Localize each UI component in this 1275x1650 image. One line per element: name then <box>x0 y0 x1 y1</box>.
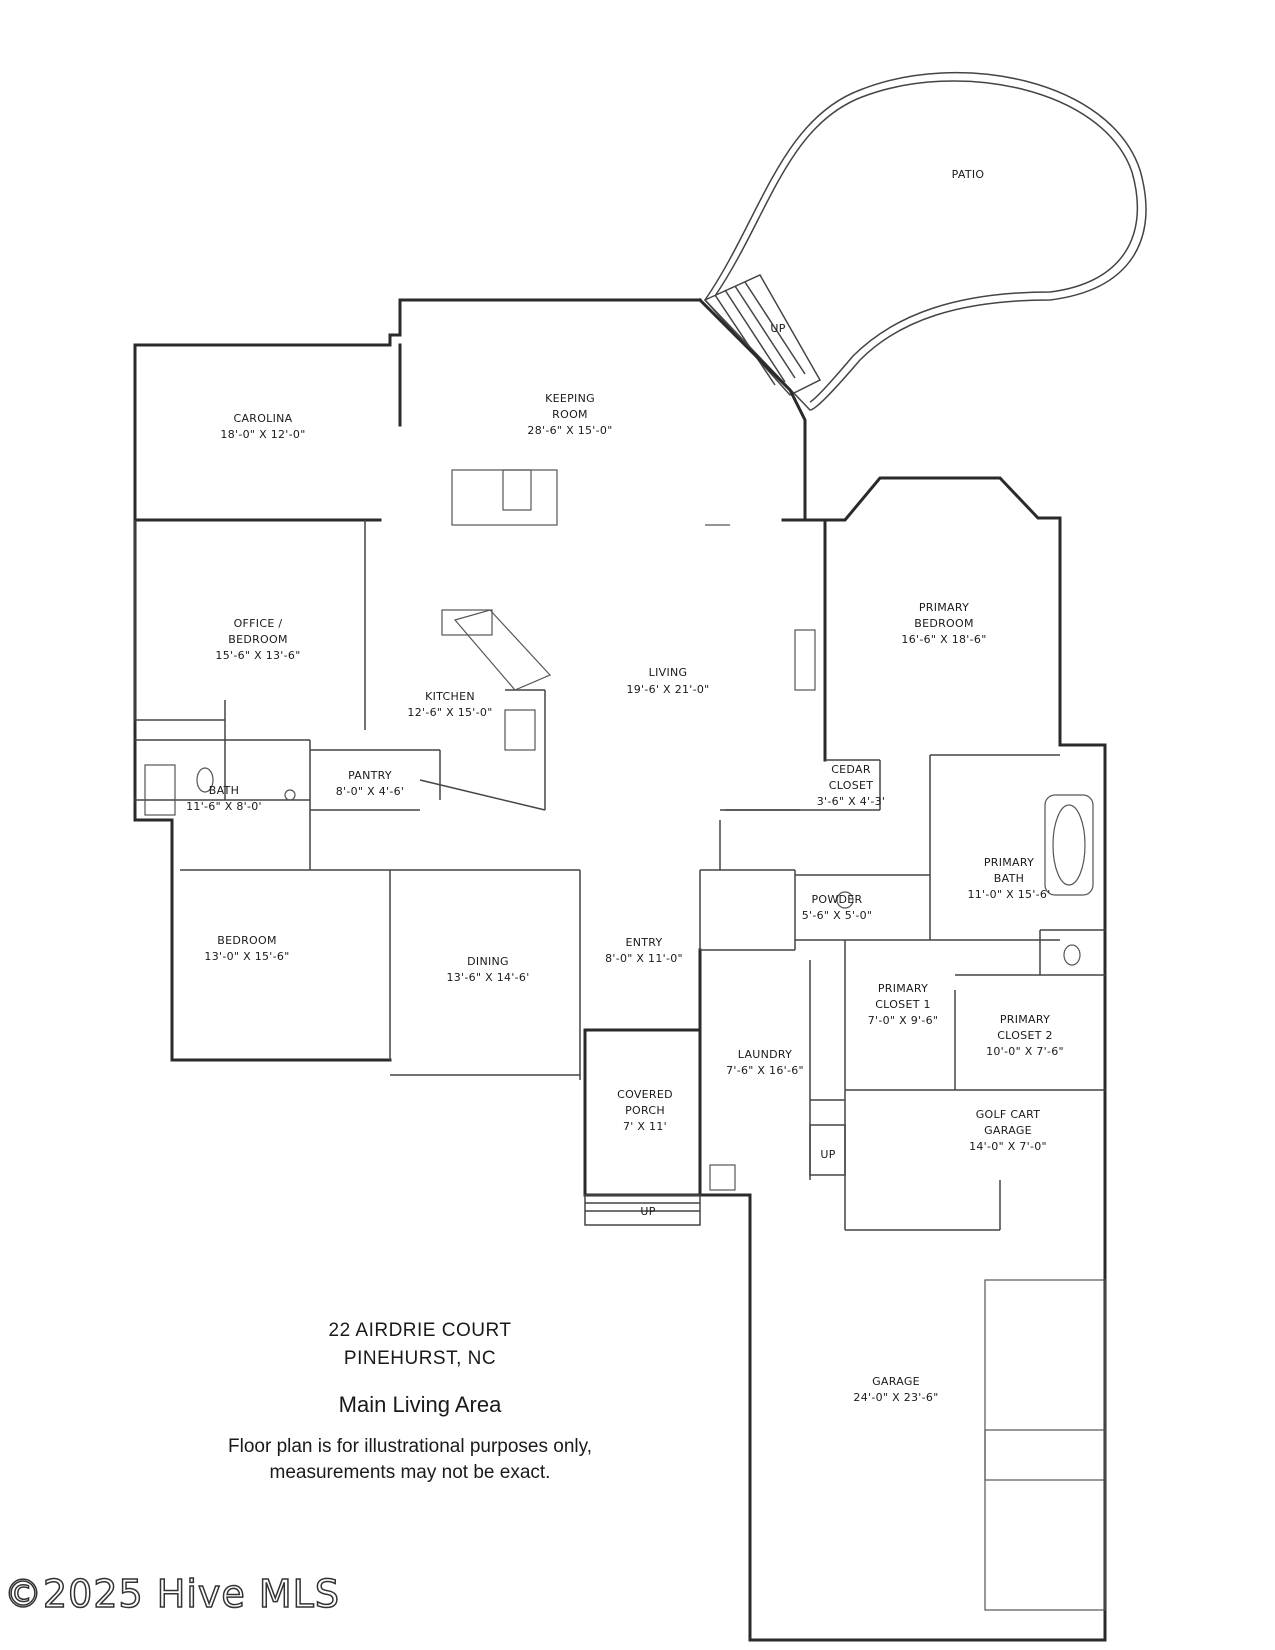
primary-closet-2-label-1: PRIMARY <box>1000 1013 1050 1026</box>
primary-bath-label-2: BATH <box>994 872 1024 885</box>
office-dim: 15'-6" X 13'-6" <box>215 649 300 662</box>
laundry-dim: 7'-6" X 16'-6" <box>726 1064 804 1077</box>
disclaimer-line-1: Floor plan is for illustrational purpose… <box>228 1436 592 1457</box>
patio-steps <box>703 274 822 396</box>
primary-bath-label-1: PRIMARY <box>984 856 1034 869</box>
office-label-1: OFFICE / <box>234 617 283 630</box>
dining-label: DINING <box>467 955 509 968</box>
powder-label: POWDER <box>811 893 862 906</box>
kitchen-dim: 12'-6" X 15'-0" <box>407 706 492 719</box>
covered-porch-label-1: COVERED <box>617 1088 673 1101</box>
primary-closet-2-label-2: CLOSET 2 <box>997 1029 1053 1042</box>
living-dim: 19'-6' X 21'-0" <box>626 683 709 696</box>
keeping-room-dim: 28'-6" X 15'-0" <box>527 424 612 437</box>
patio-label: PATIO <box>952 168 985 181</box>
primary-closet-1-dim: 7'-0" X 9'-6" <box>868 1014 939 1027</box>
pantry-dim: 8'-0" X 4'-6' <box>336 785 405 798</box>
disclaimer-line-2: measurements may not be exact. <box>269 1462 551 1483</box>
entry-dim: 8'-0" X 11'-0" <box>605 952 683 965</box>
keeping-room-label-2: ROOM <box>552 408 588 421</box>
cedar-closet-label-1: CEDAR <box>831 763 871 776</box>
garage-steps <box>584 1124 846 1226</box>
golf-cart-garage-label-2: GARAGE <box>984 1124 1032 1137</box>
garage-dim: 24'-0" X 23'-6" <box>853 1391 938 1404</box>
primary-closet-1-label-1: PRIMARY <box>878 982 928 995</box>
interior-walls <box>134 520 1105 1231</box>
bedroom-label: BEDROOM <box>217 934 277 947</box>
living-label: LIVING <box>649 666 688 679</box>
cedar-closet-label-2: CLOSET <box>829 779 874 792</box>
primary-bedroom-label-1: PRIMARY <box>919 601 969 614</box>
patio-stairs-up-label: UP <box>770 322 785 335</box>
covered-porch-label-2: PORCH <box>625 1104 665 1117</box>
primary-bedroom-label-2: BEDROOM <box>914 617 974 630</box>
area-title: Main Living Area <box>338 1392 502 1417</box>
entry-label: ENTRY <box>625 936 662 949</box>
golf-cart-garage-dim: 14'-0" X 7'-0" <box>969 1140 1047 1153</box>
cedar-closet-dim: 3'-6" X 4'-3' <box>817 795 886 808</box>
porch-stairs-up-label: UP <box>640 1205 655 1218</box>
covered-porch-dim: 7' X 11' <box>623 1120 667 1133</box>
primary-closet-1-label-2: CLOSET 1 <box>875 998 931 1011</box>
powder-dim: 5'-6" X 5'-0" <box>802 909 873 922</box>
keeping-room-label-1: KEEPING <box>545 392 595 405</box>
dining-dim: 13'-6" X 14'-6' <box>446 971 529 984</box>
primary-bath-dim: 11'-0" X 15'-6' <box>967 888 1050 901</box>
patio-outline-inner <box>714 80 1139 403</box>
bath-label: BATH <box>209 784 239 797</box>
primary-closet-2-dim: 10'-0" X 7'-6" <box>986 1045 1064 1058</box>
carolina-dim: 18'-0" X 12'-0" <box>220 428 305 441</box>
kitchen-label: KITCHEN <box>425 690 475 703</box>
fixtures <box>144 469 1106 1611</box>
laundry-label: LAUNDRY <box>738 1048 792 1061</box>
golf-cart-garage-label-1: GOLF CART <box>976 1108 1041 1121</box>
primary-bedroom-dim: 16'-6" X 18'-6" <box>901 633 986 646</box>
bath-dim: 11'-6" X 8'-0' <box>186 800 262 813</box>
copyright-watermark: ©2025 Hive MLS <box>3 1571 340 1617</box>
garage-label: GARAGE <box>872 1375 920 1388</box>
bedroom-dim: 13'-0" X 15'-6" <box>204 950 289 963</box>
carolina-label: CAROLINA <box>233 412 292 425</box>
pantry-label: PANTRY <box>348 769 392 782</box>
exterior-walls <box>133 297 1107 1642</box>
garage-stairs-up-label: UP <box>820 1148 835 1161</box>
patio-outline <box>704 71 1147 411</box>
office-label-2: BEDROOM <box>228 633 288 646</box>
address-line-1: 22 AIRDRIE COURT <box>328 1320 512 1341</box>
address-line-2: PINEHURST, NC <box>343 1348 497 1369</box>
